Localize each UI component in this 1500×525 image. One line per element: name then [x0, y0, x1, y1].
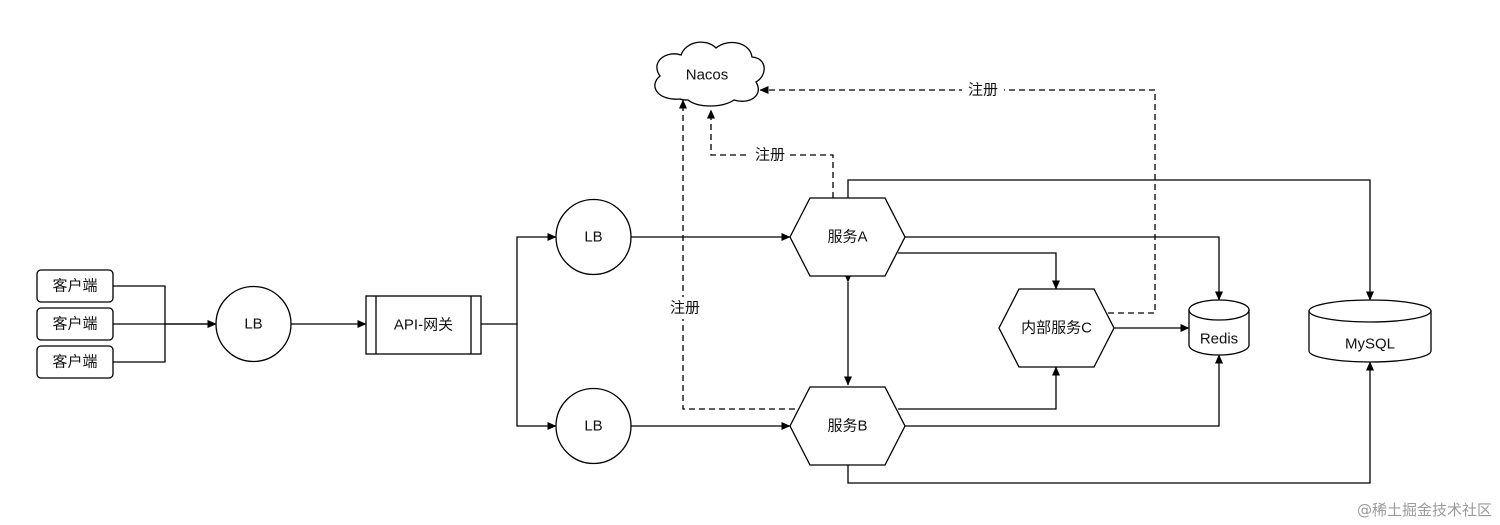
edge-service-b-internal-c: [898, 366, 1061, 410]
redis-cylinder-rim: [1188, 309, 1250, 321]
mysql-cylinder: [1308, 299, 1432, 363]
edges: [113, 85, 1375, 484]
edge-service-a-internal-c: [898, 252, 1061, 290]
register-a-label: 注册: [755, 147, 785, 164]
redis-cylinder: [1188, 299, 1250, 356]
lb-upper-label: LB: [584, 229, 602, 246]
service-a-label: 服务A: [827, 229, 867, 246]
edge-label-group: 注册 注册 注册: [665, 80, 1004, 319]
service-a-hexagon: [789, 197, 906, 277]
node-labels: 客户端 客户端 客户端 LB API-网关 LB LB Nacos 服务A 服务…: [52, 67, 1395, 435]
register-b-label: 注册: [670, 300, 700, 317]
lb-upper-circle: [555, 198, 632, 276]
service-b-hexagon: [789, 386, 906, 466]
edge-client3-lb: [113, 324, 166, 363]
lb-lower-circle: [555, 387, 632, 465]
client-label-2: 客户端: [52, 316, 97, 333]
watermark: @稀土掘金技术社区: [1357, 501, 1492, 519]
edge-register-service-b: [678, 99, 805, 410]
client-label-3: 客户端: [52, 354, 97, 371]
lb-entry-circle: [215, 285, 292, 363]
mysql-cylinder-rim: [1308, 310, 1432, 323]
register-c-label-bg: [962, 80, 1004, 100]
register-a-label-bg: [750, 145, 790, 165]
edge-service-a-redis: [905, 236, 1224, 301]
edge-register-internal-c: [759, 85, 1156, 314]
client-box-2: [36, 307, 114, 341]
lb-entry-label: LB: [244, 316, 262, 333]
gateway-box: [365, 295, 482, 355]
edge-service-b-mysql: [847, 361, 1375, 484]
nodes: [36, 41, 1432, 466]
edge-gateway-lb-upper: [481, 232, 557, 325]
redis-label: Redis: [1200, 331, 1238, 348]
edge-service-b-redis: [905, 354, 1224, 427]
internal-service-c-hexagon: [998, 288, 1115, 368]
client-label-1: 客户端: [52, 278, 97, 295]
client-box-3: [36, 345, 114, 379]
mysql-label: MySQL: [1345, 336, 1395, 353]
register-c-label: 注册: [968, 82, 998, 99]
nacos-label: Nacos: [686, 67, 729, 84]
edge-service-a-mysql: [847, 179, 1375, 301]
nacos-cloud: [654, 41, 765, 107]
gateway-label: API-网关: [394, 317, 453, 334]
internal-service-c-label: 内部服务C: [1021, 320, 1092, 337]
edge-gateway-lb-lower: [516, 324, 557, 431]
service-b-label: 服务B: [827, 418, 867, 435]
lb-lower-label: LB: [584, 418, 602, 435]
edge-client1-lb: [113, 285, 217, 329]
register-b-label-bg: [665, 297, 705, 319]
client-box-1: [36, 269, 114, 303]
